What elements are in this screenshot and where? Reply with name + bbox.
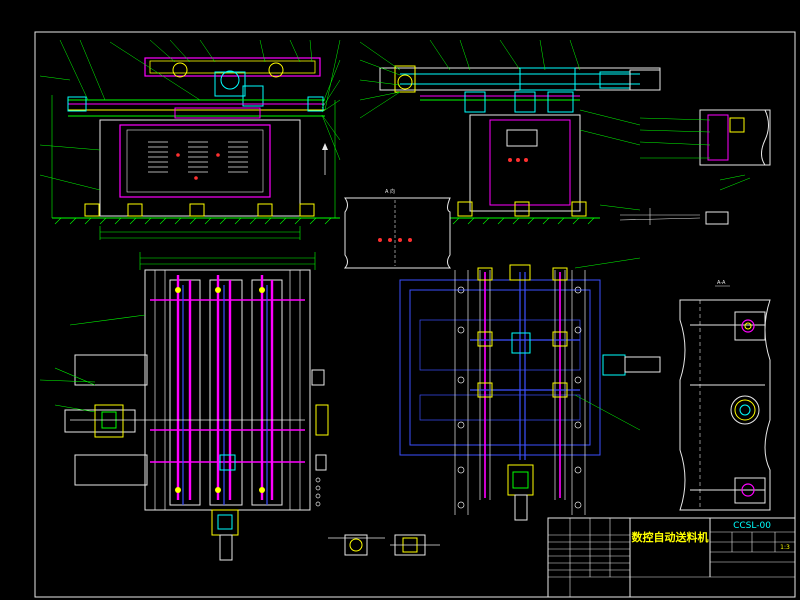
front-view (39, 39, 341, 240)
title-block-title: 数控自动送料机 (632, 530, 709, 544)
side-view (359, 39, 661, 225)
title-block: 数控自动送料机 CCSL-00 1:3 (547, 517, 796, 598)
plan-view-left (39, 252, 329, 561)
title-block-scale: 1:3 (780, 544, 790, 551)
plan-view-right (399, 257, 661, 521)
detail-a-view: A 向 (343, 188, 452, 269)
title-block-drawing-number: CCSL-00 (733, 521, 771, 531)
drawing-border (34, 31, 796, 598)
detail-a-label: A 向 (385, 188, 395, 195)
section-aa-view: A-A (679, 280, 771, 511)
small-parts (328, 534, 440, 556)
section-aa-label: A-A (717, 280, 726, 286)
detail-top-right (619, 109, 771, 225)
